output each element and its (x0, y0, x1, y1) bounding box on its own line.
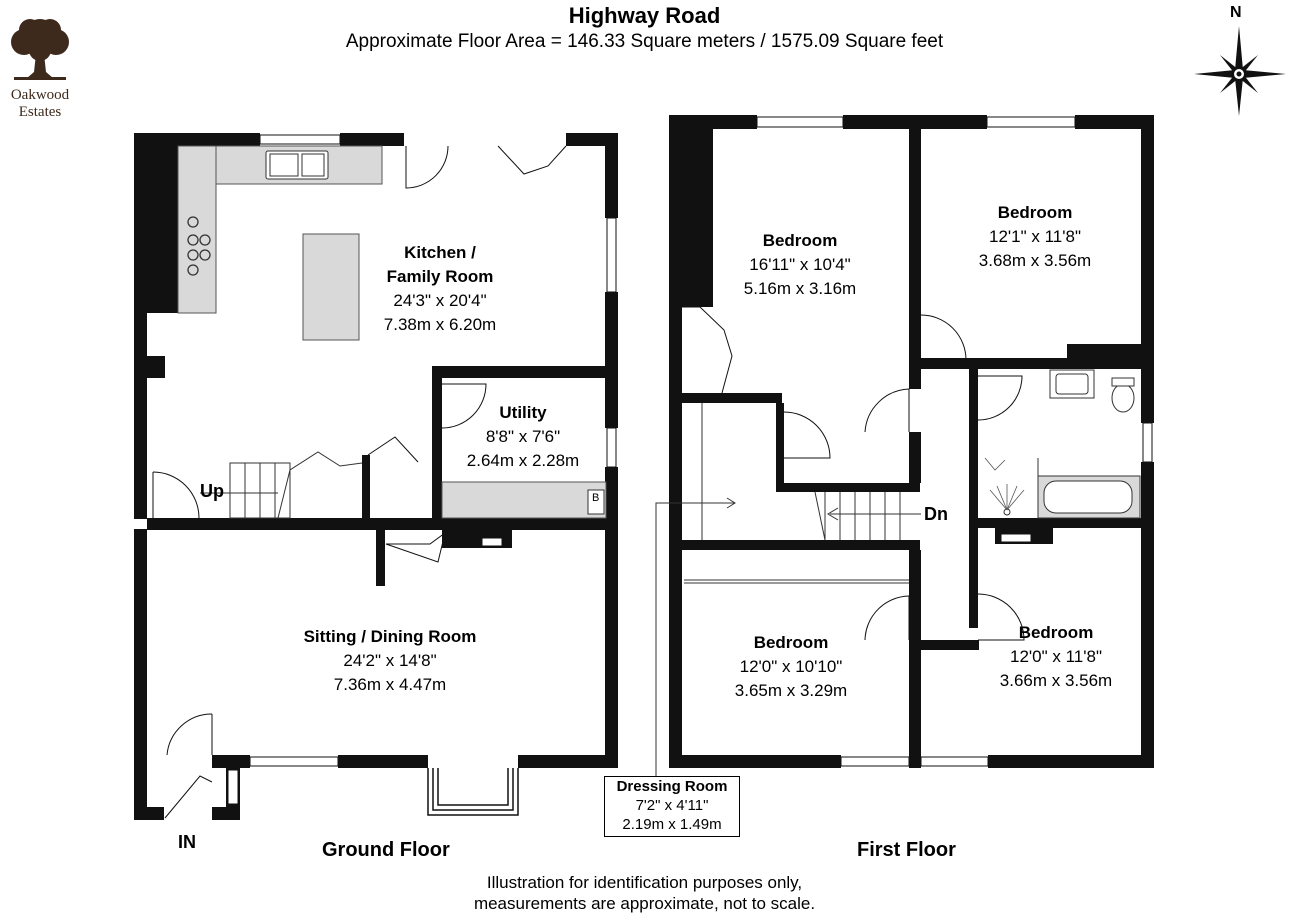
north-label: N (1230, 4, 1242, 21)
kitchen-name-line2: Family Room (386, 267, 494, 286)
dressing-room-imperial: 7'2" x 4'11" (635, 797, 709, 814)
first-floor-label: First Floor (857, 839, 956, 861)
utility-label: Utility 8'8" x 7'6" 2.64m x 2.28m (448, 401, 598, 473)
floor-area-subtitle: Approximate Floor Area = 146.33 Square m… (345, 31, 944, 52)
logo-text-line1: Oakwood (10, 87, 70, 103)
sitting-metric: 7.36m x 4.47m (333, 675, 447, 694)
dressing-room-leader (655, 502, 700, 776)
kitchen-sink (265, 150, 329, 180)
kitchen-family-room-label: Kitchen / Family Room 24'3" x 20'4" 7.38… (330, 241, 550, 337)
disclaimer-line1: Illustration for identification purposes… (486, 873, 803, 892)
kitchen-worktops (177, 145, 607, 519)
bedroom-3-label: Bedroom 12'0" x 10'10" 3.65m x 3.29m (716, 631, 866, 703)
shower-spray (984, 457, 1025, 511)
plan-title: Highway Road (568, 3, 721, 28)
bedroom-2-name: Bedroom (997, 203, 1073, 222)
first-floor-stairs (700, 491, 921, 541)
boiler-box (587, 489, 605, 515)
sitting-name: Sitting / Dining Room (303, 627, 477, 646)
wardrobe-doors (684, 403, 909, 584)
oak-tree-icon (11, 19, 69, 80)
dressing-room-label: Dressing Room 7'2" x 4'11" 2.19m x 1.49m (604, 776, 740, 837)
compass-rose: N (1190, 4, 1289, 119)
dressing-room-metric: 2.19m x 1.49m (622, 816, 722, 833)
utility-imperial: 8'8" x 7'6" (485, 427, 561, 446)
bedroom-4-name: Bedroom (1018, 623, 1094, 642)
bedroom-1-imperial: 16'11" x 10'4" (749, 255, 851, 274)
bedroom-1-metric: 5.16m x 3.16m (743, 279, 857, 298)
disclaimer-line2: measurements are approximate, not to sca… (473, 894, 816, 913)
bedroom-2-metric: 3.68m x 3.56m (978, 251, 1092, 270)
kitchen-name-line1: Kitchen / (404, 243, 476, 262)
bedroom-1-label: Bedroom 16'11" x 10'4" 5.16m x 3.16m (725, 229, 875, 301)
bedroom-3-imperial: 12'0" x 10'10" (739, 657, 843, 676)
logo-text-line2: Estates (18, 104, 62, 120)
bedroom-4-metric: 3.66m x 3.56m (999, 671, 1113, 690)
compass-star-icon (1194, 26, 1286, 116)
bedroom-4-imperial: 12'0" x 11'8" (1010, 647, 1102, 666)
utility-metric: 2.64m x 2.28m (466, 451, 580, 470)
utility-name: Utility (499, 403, 547, 422)
bedroom-1-name: Bedroom (762, 231, 838, 250)
company-logo: Oakwood Estates (0, 14, 80, 121)
bedroom-3-name: Bedroom (753, 633, 829, 652)
first-floor-windows (756, 116, 1153, 767)
bedroom-2-imperial: 12'1" x 11'8" (989, 227, 1081, 246)
bedroom-4-label: Bedroom 12'0" x 11'8" 3.66m x 3.56m (981, 621, 1131, 693)
bay-window (427, 768, 519, 816)
bedroom-2-label: Bedroom 12'1" x 11'8" 3.68m x 3.56m (960, 201, 1110, 273)
kitchen-imperial: 24'3" x 20'4" (393, 291, 487, 310)
ground-floor-label: Ground Floor (322, 839, 450, 861)
hob (187, 216, 211, 276)
disclaimer: Illustration for identification purposes… (0, 872, 1289, 914)
ground-floor-stairs (200, 451, 363, 519)
first-floor-doors (682, 306, 1025, 641)
ground-floor-windows (227, 134, 617, 805)
kitchen-metric: 7.38m x 6.20m (383, 315, 497, 334)
stairs-up-label: Up (200, 481, 224, 501)
bedroom-3-metric: 3.65m x 3.29m (734, 681, 848, 700)
ground-floor-doors (152, 145, 567, 819)
bathroom-fittings (1003, 369, 1141, 519)
first-floor-walls (669, 115, 1154, 768)
boiler-label: B (592, 492, 600, 504)
sitting-imperial: 24'2" x 14'8" (343, 651, 437, 670)
ground-floor-walls (134, 133, 618, 820)
sitting-dining-room-label: Sitting / Dining Room 24'2" x 14'8" 7.36… (260, 625, 520, 697)
entrance-label: IN (178, 832, 196, 852)
dressing-room-name: Dressing Room (616, 778, 728, 795)
stairs-down-label: Dn (924, 504, 948, 524)
